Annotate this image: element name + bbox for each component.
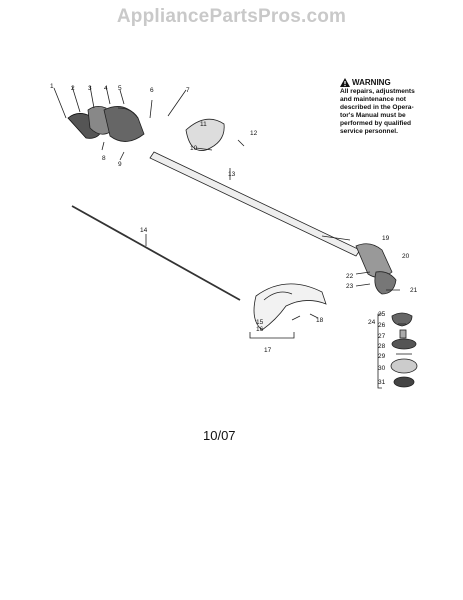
- part-spool-30: [390, 358, 418, 374]
- part-bracket-17: [249, 332, 295, 339]
- callout-6: 6: [150, 87, 154, 94]
- callout-24: 24: [368, 319, 376, 326]
- callout-16: 16: [256, 326, 264, 333]
- part-flex-shaft: [71, 205, 241, 301]
- warning-line: tor's Manual must be: [340, 112, 406, 119]
- warning-line: described in the Opera-: [340, 104, 414, 111]
- warning-line: performed by qualified: [340, 120, 412, 127]
- callout-22: 22: [346, 273, 354, 280]
- callout-2: 2: [71, 85, 75, 92]
- warning-line: and maintenance not: [340, 96, 406, 103]
- warning-line: service personnel.: [340, 128, 398, 135]
- callout-4: 4: [104, 85, 108, 92]
- part-guard: [253, 283, 327, 331]
- part-shaft-27: [399, 329, 407, 339]
- callout-12: 12: [250, 130, 258, 137]
- part-handle-grip: [103, 106, 145, 142]
- callout-8: 8: [102, 155, 106, 162]
- part-spool-cap: [391, 312, 413, 327]
- callout-15: 15: [256, 319, 264, 326]
- callout-3: 3: [88, 85, 92, 92]
- part-screw-12: [237, 139, 245, 147]
- callout-31: 31: [378, 379, 386, 386]
- part-trigger: [117, 107, 139, 119]
- part-spool-28: [391, 338, 417, 350]
- callout-11: 11: [200, 121, 207, 128]
- callout-18: 18: [316, 317, 324, 324]
- callout-29: 29: [378, 353, 386, 360]
- warning-triangle-icon: [340, 78, 350, 87]
- callout-30: 30: [378, 365, 386, 372]
- warning-notice: WARNING All repairs, adjustments and mai…: [340, 78, 452, 136]
- watermark: AppliancePartsPros.com: [116, 6, 347, 27]
- callout-13: 13: [228, 171, 236, 178]
- callout-27: 27: [378, 333, 386, 340]
- callout-21: 21: [410, 287, 418, 294]
- callout-25: 25: [378, 311, 386, 318]
- callout-14: 14: [140, 227, 148, 234]
- callout-23: 23: [346, 283, 354, 290]
- part-guard-inner: [263, 291, 293, 301]
- callout-5: 5: [118, 85, 122, 92]
- callout-1: 1: [50, 83, 54, 90]
- bracket-24: [377, 313, 382, 389]
- callout-28: 28: [378, 343, 386, 350]
- callout-7: 7: [186, 87, 190, 94]
- callout-20: 20: [402, 253, 410, 260]
- part-knob-31: [393, 376, 415, 388]
- callout-17: 17: [264, 347, 272, 354]
- callout-26: 26: [378, 322, 386, 329]
- part-gearbox: [355, 243, 393, 278]
- callout-19: 19: [382, 235, 390, 242]
- part-gear-head: [374, 271, 397, 295]
- date-code: 10/07: [203, 428, 236, 443]
- part-shaft-tube: [149, 151, 361, 257]
- warning-line: All repairs, adjustments: [340, 88, 415, 95]
- warning-title: WARNING: [352, 78, 391, 87]
- callout-9: 9: [118, 161, 122, 168]
- callout-10: 10: [190, 145, 198, 152]
- part-cover: [185, 118, 225, 151]
